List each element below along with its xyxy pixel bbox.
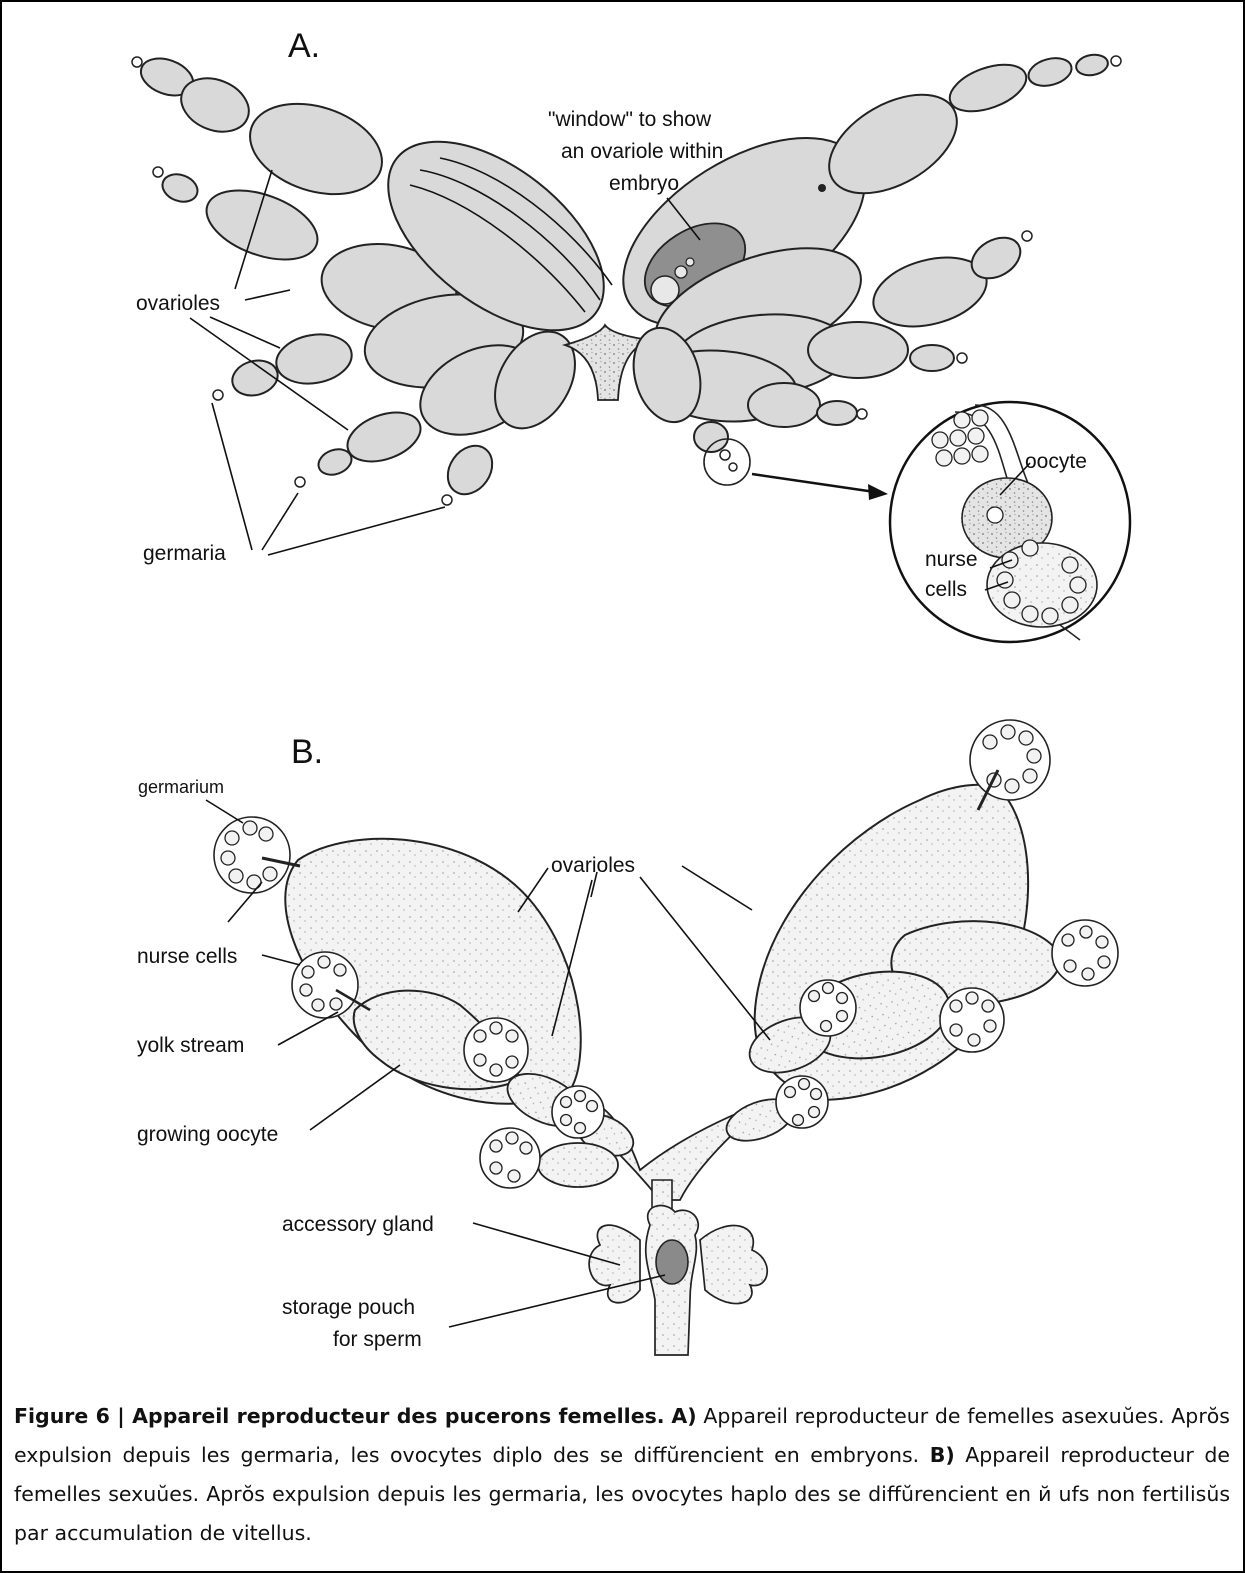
panel-b-drawing — [206, 720, 1118, 1355]
label-window-line3: embryo — [609, 172, 679, 195]
label-window-line1: "window" to show — [548, 108, 712, 131]
inset-nurse-cells-top — [932, 410, 988, 466]
label-ovarioles-b: ovarioles — [551, 854, 635, 877]
panel-b-letter: B. — [291, 733, 323, 771]
label-ovarioles-a: ovarioles — [136, 292, 220, 315]
label-germarium: germarium — [138, 777, 224, 797]
label-storage-pouch: storage pouch — [282, 1296, 415, 1319]
label-nurse-cells: nurse cells — [137, 945, 237, 968]
caption-title: Figure 6 | Appareil reproducteur des puc… — [14, 1404, 665, 1428]
aphid-reproductive-diagram: A. "window" to show an ovariole within e… — [0, 0, 1245, 1390]
caption-a-tag: A) — [671, 1404, 696, 1428]
label-yolk-stream: yolk stream — [137, 1034, 244, 1057]
label-growing-oocyte: growing oocyte — [137, 1123, 278, 1146]
label-germaria: germaria — [143, 542, 226, 565]
label-accessory-gland: accessory gland — [282, 1213, 434, 1236]
caption-b-tag: B) — [930, 1443, 955, 1467]
label-window-line2: an ovariole within — [561, 140, 723, 163]
panel-a-letter: A. — [288, 27, 320, 65]
label-oocyte: oocyte — [1025, 450, 1087, 473]
figure-caption: Figure 6 | Appareil reproducteur des puc… — [14, 1397, 1230, 1553]
label-cells: cells — [925, 578, 967, 601]
label-for-sperm: for sperm — [333, 1328, 422, 1351]
label-nurse: nurse — [925, 548, 978, 571]
